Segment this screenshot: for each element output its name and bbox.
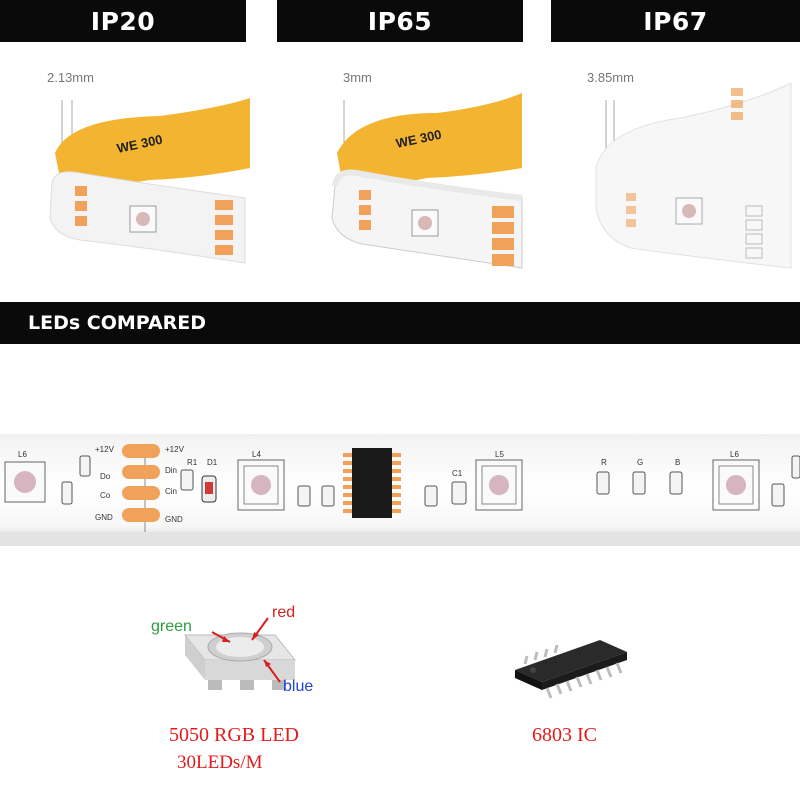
pcb-pin-cin: Cin [165,487,177,496]
ip20-thickness: 2.13mm [47,70,94,85]
pcb-label-l6-right: L6 [730,450,739,459]
pcb-label-b: B [675,458,680,467]
ip67-label: IP67 [643,6,708,36]
pcb-label-g: G [637,458,643,467]
ip67-thickness: 3.85mm [587,70,634,85]
led-density-caption: 30LEDs/M [177,752,263,773]
label-blue: blue [283,678,314,695]
pcb-label-r: R [601,458,607,467]
ic-caption: 6803 IC [532,724,597,746]
pcb-pin-co: Co [100,491,111,500]
pcb-label-c1: C1 [452,469,463,478]
section-title-bar: LEDs COMPARED [0,302,800,344]
ip65-strip-image: WE 300 [277,58,537,288]
led-caption: 5050 RGB LED [169,724,299,746]
pcb-pin-12v-right: +12V [165,445,185,454]
ip20-header: IP20 [0,0,246,42]
ic-6803-illustration [505,630,635,710]
pcb-pin-do: Do [100,472,111,481]
label-green: green [151,618,192,635]
ip65-label: IP65 [367,6,433,36]
section-title: LEDs COMPARED [28,312,207,334]
ip65-header: IP65 [277,0,523,42]
pcb-pin-12v-left: +12V [95,445,115,454]
label-red: red [272,604,296,621]
pcb-pin-gnd-left: GND [95,513,113,522]
ip65-thickness: 3mm [343,70,372,85]
pcb-label-l6-left: L6 [18,450,27,459]
pcb-label-d1: D1 [207,458,218,467]
led-strip-pcb: L6 +12V Do Co GND +12V Din Cin GND R1 D1… [0,420,800,565]
ip67-header: IP67 [551,0,800,42]
ip20-strip-image: WE 300 [0,58,260,288]
pcb-label-l5: L5 [495,450,504,459]
ip20-label: IP20 [90,6,156,36]
ip67-strip-image [551,58,800,288]
pcb-ic-chip [343,448,401,518]
pcb-label-r1: R1 [187,458,198,467]
led-5050-illustration [140,600,340,710]
pcb-pin-gnd-right: GND [165,515,183,524]
pcb-label-l4: L4 [252,450,261,459]
pcb-pin-din: Din [165,466,177,475]
